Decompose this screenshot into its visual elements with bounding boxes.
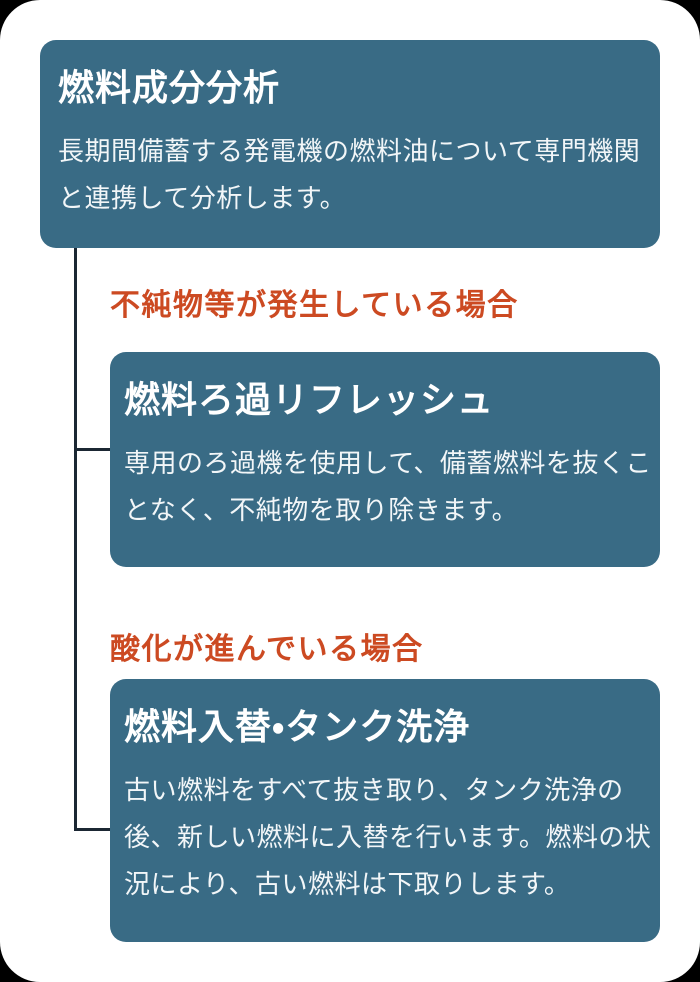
connector-stub-branch1 (74, 448, 112, 451)
condition-label-oxidation: 酸化が進んでいる場合 (110, 633, 424, 666)
description-line: 長期間備蓄する発電機の燃料油について専門機関 (58, 136, 641, 166)
condition-label-impurities: 不純物等が発生している場合 (110, 289, 519, 322)
step-card-fuel-filtration: 燃料ろ過リフレッシュ 専用のろ過機を使用して、備蓄燃料を抜くこ となく、不純物を… (110, 352, 660, 567)
description-line: となく、不純物を取り除きます。 (124, 495, 519, 525)
step-title: 燃料ろ過リフレッシュ (124, 379, 495, 420)
step-title: 燃料成分分析 (58, 67, 281, 108)
step-description: 長期間備蓄する発電機の燃料油について専門機関 と連携して分析します。 (58, 128, 640, 222)
step-card-fuel-replacement: 燃料入替・タンク洗浄 古い燃料をすべて抜き取り、タンク洗浄の 後、新しい燃料に入… (110, 679, 660, 942)
step-title: 燃料入替・タンク洗浄 (124, 706, 471, 747)
step-description: 古い燃料をすべて抜き取り、タンク洗浄の 後、新しい燃料に入替を行います。燃料の状… (124, 767, 652, 908)
connector-stub-branch2 (74, 828, 112, 831)
step-description: 専用のろ過機を使用して、備蓄燃料を抜くこ となく、不純物を取り除きます。 (124, 440, 652, 534)
connector-line-vertical (74, 248, 77, 831)
step-card-fuel-analysis: 燃料成分分析 長期間備蓄する発電機の燃料油について専門機関 と連携して分析します… (40, 40, 660, 248)
description-line: 後、新しい燃料に入替を行います。燃料の状 (124, 822, 652, 852)
description-line: 古い燃料をすべて抜き取り、タンク洗浄の (124, 775, 624, 805)
description-line: 況により、古い燃料は下取りします。 (124, 869, 571, 899)
description-line: と連携して分析します。 (58, 183, 347, 213)
description-line: 専用のろ過機を使用して、備蓄燃料を抜くこ (124, 448, 652, 478)
